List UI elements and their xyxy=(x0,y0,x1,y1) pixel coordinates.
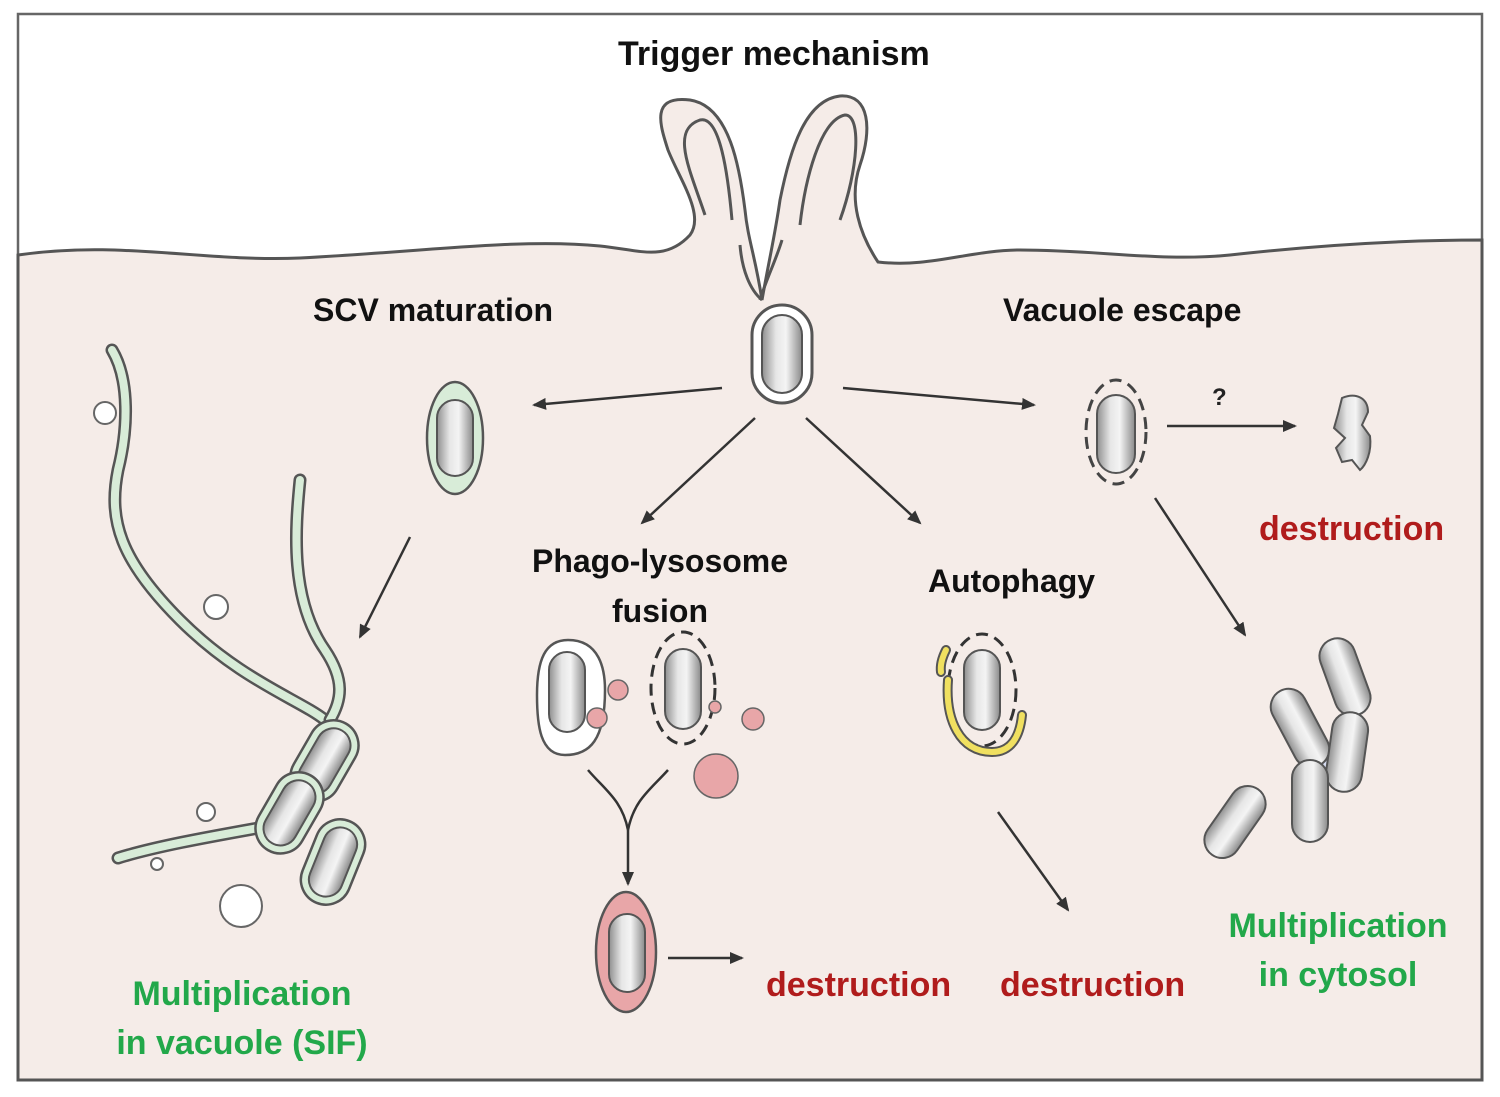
entering-bacterium xyxy=(750,303,814,405)
arrow-to-escape xyxy=(842,386,1036,410)
destruction-label-phagolysosome: destruction xyxy=(766,966,952,1004)
multiplication-cytosol-line1: Multiplication xyxy=(1228,907,1448,945)
arrow-escape-to-cytosol xyxy=(1153,497,1247,637)
arrow-scv-to-sif xyxy=(358,536,412,639)
phagolysosome-bacterium xyxy=(594,890,658,1014)
scv-maturation-label: SCV maturation xyxy=(313,292,554,328)
escaping-bacterium xyxy=(1084,378,1148,486)
ruffle-finger-left xyxy=(683,118,734,221)
destroyed-bacterium xyxy=(1332,394,1372,472)
arrow-to-phagolysosome xyxy=(640,417,756,525)
question-mark-label: ? xyxy=(1212,384,1227,411)
ruffle-fold-left xyxy=(738,244,764,302)
scv-bacterium xyxy=(425,380,485,496)
multiplication-vacuole-line1: Multiplication xyxy=(132,975,352,1013)
trigger-mechanism-label: Trigger mechanism xyxy=(618,35,930,73)
autophagy-label: Autophagy xyxy=(928,563,1096,599)
arrow-to-scv xyxy=(532,386,723,410)
lysosomes xyxy=(586,679,765,799)
phagolysosome-label-line1: Phago-lysosome xyxy=(531,543,789,579)
multiplication-cytosol-line2: in cytosol xyxy=(1258,956,1418,994)
sif-bacteria xyxy=(254,719,367,906)
phagosome-bacterium-right xyxy=(649,630,717,746)
merge-lines xyxy=(587,769,669,831)
destruction-label-escape: destruction xyxy=(1259,510,1445,548)
arrow-autophagy-to-destruction xyxy=(996,811,1070,912)
multiplication-vacuole-line2: in vacuole (SIF) xyxy=(116,1024,368,1062)
phagolysosome-label-line2: fusion xyxy=(612,593,708,629)
destruction-label-autophagy: destruction xyxy=(1000,966,1186,1004)
ruffle-fold-right xyxy=(758,239,784,301)
vesicles xyxy=(93,401,263,928)
arrow-to-autophagy xyxy=(805,417,922,525)
autophagy-bacterium xyxy=(935,632,1027,758)
vacuole-escape-label: Vacuole escape xyxy=(1003,292,1242,328)
phagosome-bacterium-left xyxy=(535,638,607,757)
ruffle-finger-right xyxy=(798,113,858,226)
cytosol-bacteria xyxy=(1203,637,1372,860)
